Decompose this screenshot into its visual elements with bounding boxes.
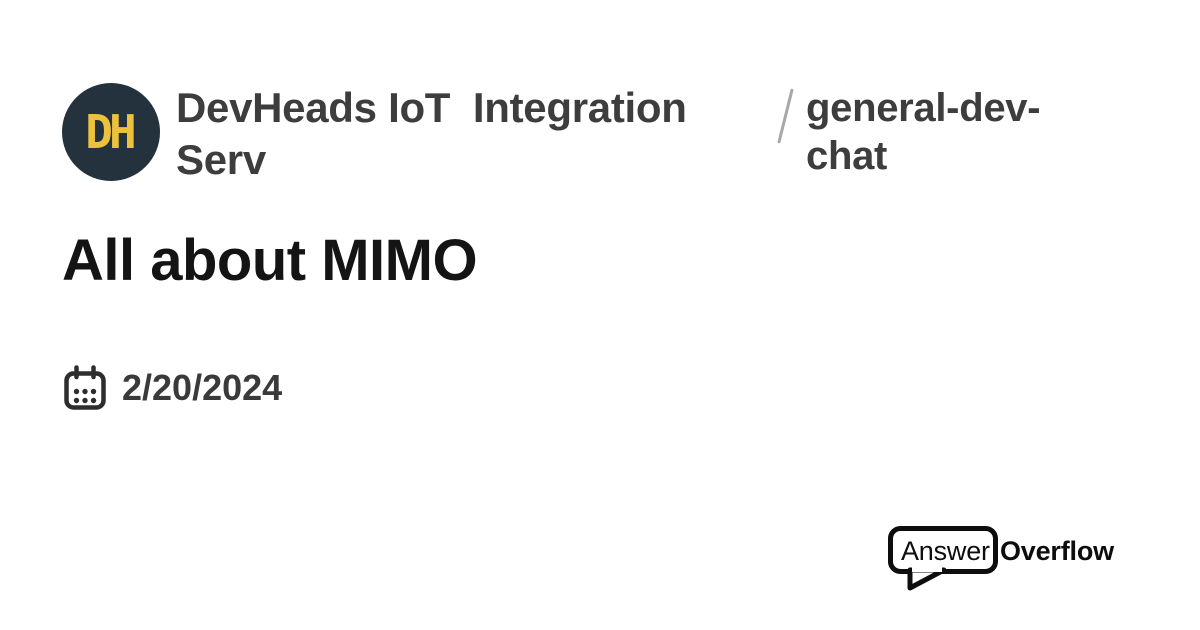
channel-name-line-1: general-dev- (806, 86, 1041, 130)
server-name-line-2: Serv (176, 136, 266, 183)
logo-text-answer: Answer (901, 536, 990, 566)
answeroverflow-logo: Answer Overflow (888, 524, 1138, 594)
speech-bubble-icon (888, 526, 998, 591)
thread-title: All about MIMO (62, 228, 478, 293)
calendar-icon (64, 365, 106, 410)
date-row: 2/20/2024 (62, 364, 282, 412)
channel-separator-slash-icon (777, 88, 794, 144)
server-avatar-monogram: DH (85, 105, 136, 159)
thread-date: 2/20/2024 (122, 367, 283, 408)
server-name-line-1: DevHeads IoT Integration (176, 84, 687, 131)
channel-name: general-dev- chat (806, 84, 1126, 180)
channel-name-line-2: chat (806, 134, 888, 178)
server-avatar: DH (62, 83, 160, 181)
server-name: DevHeads IoT Integration Serv (176, 82, 736, 186)
logo-text-overflow: Overflow (1000, 536, 1114, 566)
